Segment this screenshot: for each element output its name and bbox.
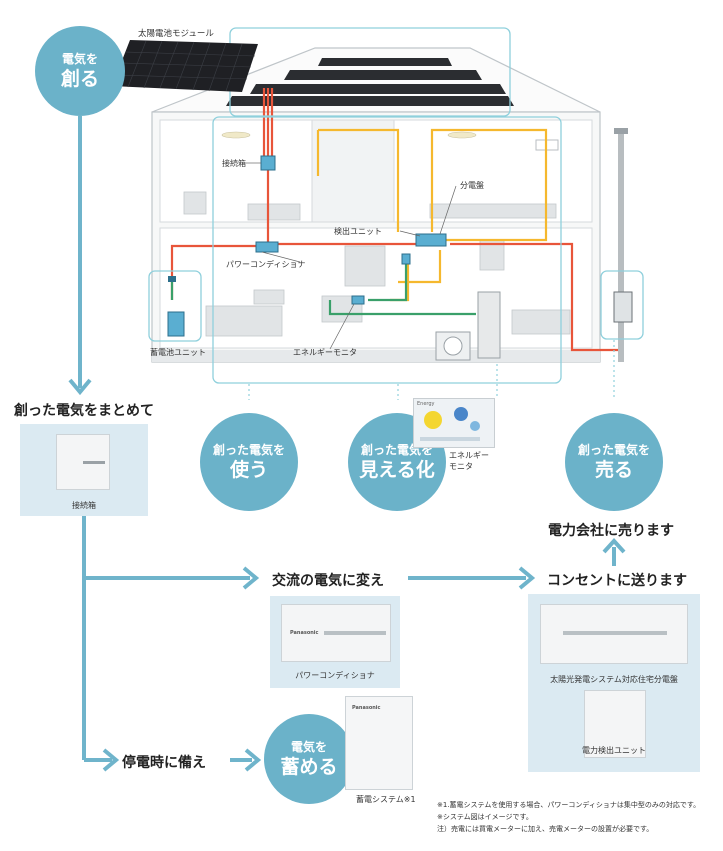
highlight-interior <box>212 116 562 384</box>
circle-store: 電気を 蓄める <box>264 714 354 804</box>
solar-module-label: 太陽電池モジュール <box>138 29 214 39</box>
solar-module-image <box>112 40 258 92</box>
detection-caption: 電力検出ユニット <box>582 746 646 755</box>
monitor-caption: エネルギー モニタ <box>449 450 489 472</box>
storage-system-brand: Panasonic <box>352 705 381 711</box>
storage-system-image: Panasonic <box>345 696 413 790</box>
highlight-battery <box>148 270 202 342</box>
detection-unit-image <box>584 690 646 758</box>
furniture <box>183 191 571 337</box>
circle-store-line2: 蓄める <box>280 755 338 778</box>
convert-heading: 交流の電気に変え <box>272 573 384 589</box>
junction-box-label: 接続箱 <box>222 159 246 168</box>
battery-device <box>167 311 185 337</box>
power-conditioner-image: Panasonic <box>281 604 391 662</box>
note-1: ※1.蓄電システムを使用する場合、パワーコンディショナは集中型のみの対応です。 <box>437 801 701 809</box>
circle-use-line2: 使う <box>229 458 268 481</box>
distribution-board-device <box>415 233 447 247</box>
junction-box-image <box>56 434 110 490</box>
power-conditioner-brand: Panasonic <box>290 630 319 636</box>
utility-pole <box>618 132 624 362</box>
monitor-screen-title: Energy <box>417 401 435 407</box>
distribution-panel: 太陽光発電システム対応住宅分電盤 電力検出ユニット <box>528 594 700 772</box>
circle-create: 電気を 創る <box>35 26 125 116</box>
battery-unit-label: 蓄電池ユニット <box>150 348 206 357</box>
power-conditioner-caption: パワーコンディショナ <box>295 671 375 680</box>
detection-unit-device <box>401 253 411 265</box>
circle-visualize-line2: 見える化 <box>359 458 435 481</box>
monitor-blue-bubble <box>454 407 468 421</box>
circle-use: 創った電気を 使う <box>200 413 298 511</box>
circle-visualize: 創った電気を 見える化 <box>348 413 446 511</box>
distribution-caption: 太陽光発電システム対応住宅分電盤 <box>550 675 678 684</box>
monitor-small-bubble <box>470 421 480 431</box>
power-conditioner-strip <box>324 631 386 635</box>
junction-box-caption: 接続箱 <box>72 501 96 510</box>
circle-store-line1: 電気を <box>290 739 327 754</box>
energy-monitor-image: Energy <box>413 398 495 448</box>
circle-use-line1: 創った電気を <box>212 442 285 457</box>
sell-company-heading: 電力会社に売ります <box>548 523 674 539</box>
roof-solar-panels <box>226 58 514 106</box>
distribution-board-image <box>540 604 688 664</box>
upper-hallway <box>311 119 395 223</box>
refrigerator <box>477 291 501 359</box>
power-conditioner-device <box>255 241 279 253</box>
storage-caption: 蓄電システム※1 <box>356 795 416 804</box>
send-outlet-heading: コンセントに送ります <box>547 573 687 589</box>
circle-create-line2: 創る <box>60 67 99 90</box>
highlight-meter <box>600 270 644 340</box>
note-2: ※システム図はイメージです。 <box>437 813 533 821</box>
power-conditioner-label: パワーコンディショナ <box>226 260 306 269</box>
circle-create-line1: 電気を <box>61 51 98 66</box>
collect-heading: 創った電気をまとめて <box>14 403 154 419</box>
note-3: 注）売電には買電メーターに加え、売電メーターの設置が必要です。 <box>437 825 654 833</box>
electric-meter <box>613 291 633 323</box>
detection-unit-label: 検出ユニット <box>334 227 382 236</box>
circle-sell-line2: 売る <box>594 458 633 481</box>
monitor-bar <box>420 437 480 441</box>
power-conditioner-panel: Panasonic パワーコンディショナ <box>270 596 400 688</box>
monitor-caption-line1: エネルギー <box>449 451 489 460</box>
circle-sell: 創った電気を 売る <box>565 413 663 511</box>
junction-box-logo <box>83 461 105 464</box>
distribution-board-label: 分電盤 <box>460 181 484 190</box>
house-illustration <box>112 27 644 400</box>
prepare-outage-heading: 停電時に備え <box>122 755 206 771</box>
energy-monitor-label: エネルギーモニタ <box>293 348 357 357</box>
monitor-device <box>351 295 365 305</box>
monitor-caption-line2: モニタ <box>449 462 473 471</box>
monitor-yellow-bubble <box>424 411 442 429</box>
distribution-board-strip <box>563 631 667 635</box>
junction-box-panel: 接続箱 <box>20 424 148 516</box>
circle-sell-line1: 創った電気を <box>577 442 650 457</box>
